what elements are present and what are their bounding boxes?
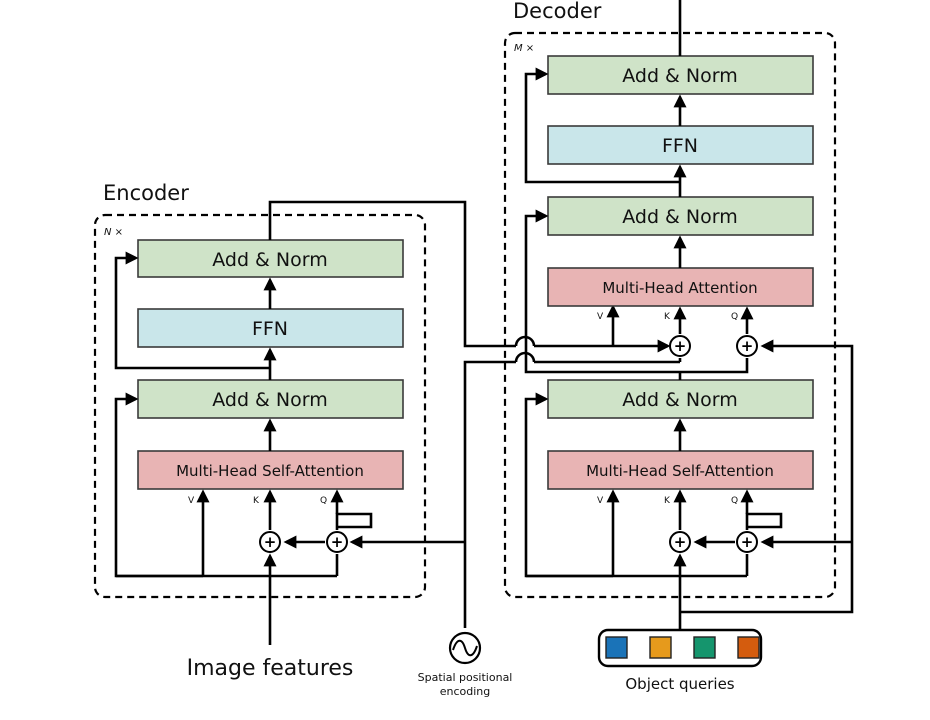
- object-query-token-1: [605, 636, 628, 659]
- encoder-output-path: [268, 200, 516, 348]
- decoder-self-q-sum: +: [736, 531, 758, 553]
- sine-wave-path: [452, 639, 478, 657]
- decoder-self-q-loop: [745, 512, 783, 530]
- decoder-cross-v-label: V: [597, 312, 604, 322]
- decoder-cross-attention: Multi-Head Attention: [547, 267, 814, 307]
- encoder-add-norm-mid: Add & Norm: [137, 379, 404, 419]
- encoder-ffn: FFN: [137, 308, 404, 348]
- decoder-self-attention-label: Multi-Head Self-Attention: [586, 462, 774, 480]
- decoder-repeat-label: M ×: [514, 43, 534, 54]
- decoder-add-norm-top-box: [547, 55, 814, 95]
- decoder-add-norm-bot-box: [547, 379, 814, 419]
- query-pos-to-cross-q: [680, 339, 854, 614]
- decoder-cross-q-sum-circle: [736, 335, 758, 357]
- object-query-token-2: [649, 636, 672, 659]
- decoder-self-q-label: Q: [731, 496, 738, 506]
- encoder-q-loop: [335, 512, 373, 530]
- decoder-add-norm-top: Add & Norm: [547, 55, 814, 95]
- decoder-self-attention: Multi-Head Self-Attention: [547, 450, 814, 490]
- encoder-title: Encoder: [103, 181, 189, 205]
- encoder-dashed-frame: [93, 213, 427, 599]
- encoder-k-sum: +: [259, 531, 281, 553]
- positional-encoding-symbol: [448, 631, 482, 665]
- encoder-add-norm-top-label: Add & Norm: [212, 249, 328, 271]
- decoder-cross-k-sum-circle: [669, 335, 691, 357]
- decoder-ffn: FFN: [547, 125, 814, 165]
- decoder-self-attention-box: [547, 450, 814, 490]
- decoder-ffn-label: FFN: [662, 135, 698, 157]
- decoder-dashed-frame: [503, 31, 837, 599]
- encoder-k-sum-circle: [259, 531, 281, 553]
- decoder-cross-q-sum-symbol: +: [741, 337, 754, 355]
- encoder-add-norm-top: Add & Norm: [137, 239, 404, 278]
- decoder-residual-ffn: [524, 67, 680, 184]
- decoder-self-v-label: V: [597, 496, 604, 506]
- image-features-label: Image features: [187, 656, 354, 681]
- decoder-title: Decoder: [513, 0, 602, 23]
- encoder-q-sum-symbol: +: [331, 533, 344, 551]
- object-query-tokens: [605, 636, 760, 659]
- encoder-add-norm-mid-label: Add & Norm: [212, 389, 328, 411]
- object-queries-label: Object queries: [625, 675, 734, 693]
- encoder-q-label: Q: [320, 496, 327, 506]
- decoder-cross-attention-label: Multi-Head Attention: [602, 279, 757, 297]
- decoder-cross-k-label: K: [664, 312, 671, 322]
- decoder-cross-k-sum: +: [669, 335, 691, 357]
- encoder-self-attention-label: Multi-Head Self-Attention: [176, 462, 364, 480]
- decoder-add-norm-mid-label: Add & Norm: [622, 206, 738, 228]
- decoder-cross-q-sum: +: [736, 335, 758, 357]
- decoder-cross-q-label: Q: [731, 312, 738, 322]
- object-query-token-3: [693, 636, 716, 659]
- encoder-repeat-label: N ×: [104, 227, 123, 238]
- pos-enc-label-line2: encoding: [440, 685, 491, 698]
- decoder-self-k-label: K: [664, 496, 671, 506]
- decoder-self-q-sum-symbol: +: [741, 533, 754, 551]
- decoder-self-k-sum-symbol: +: [674, 533, 687, 551]
- encoder-residual-ffn: [114, 251, 270, 370]
- decoder-add-norm-top-label: Add & Norm: [622, 65, 738, 87]
- decoder-self-k-sum-circle: [669, 531, 691, 553]
- object-query-token-4: [737, 636, 760, 659]
- pos-enc-vertical: [463, 360, 516, 628]
- decoder-cross-attention-box: [547, 267, 814, 307]
- encoder-k-label: K: [253, 496, 260, 506]
- pos-enc-label-line1: Spatial positional: [418, 671, 513, 684]
- decoder-self-q-sum-circle: [736, 531, 758, 553]
- encoder-ffn-label: FFN: [252, 318, 288, 340]
- decoder-self-k-sum: +: [669, 531, 691, 553]
- encoder-q-sum: +: [326, 531, 348, 553]
- decoder-residual-cross: [524, 209, 680, 374]
- decoder-add-norm-mid: Add & Norm: [547, 196, 814, 236]
- encoder-k-sum-symbol: +: [264, 533, 277, 551]
- encoder-q-sum-circle: [326, 531, 348, 553]
- encoder-ffn-box: [137, 308, 404, 348]
- object-queries-container: [597, 628, 763, 668]
- encoder-v-label: V: [188, 496, 195, 506]
- encoder-self-attention: Multi-Head Self-Attention: [137, 450, 404, 490]
- decoder-add-norm-mid-box: [547, 196, 814, 236]
- decoder-add-norm-bot: Add & Norm: [547, 379, 814, 419]
- decoder-cross-k-sum-symbol: +: [674, 337, 687, 355]
- decoder-add-norm-bot-label: Add & Norm: [622, 389, 738, 411]
- decoder-to-q-sum: [680, 358, 749, 374]
